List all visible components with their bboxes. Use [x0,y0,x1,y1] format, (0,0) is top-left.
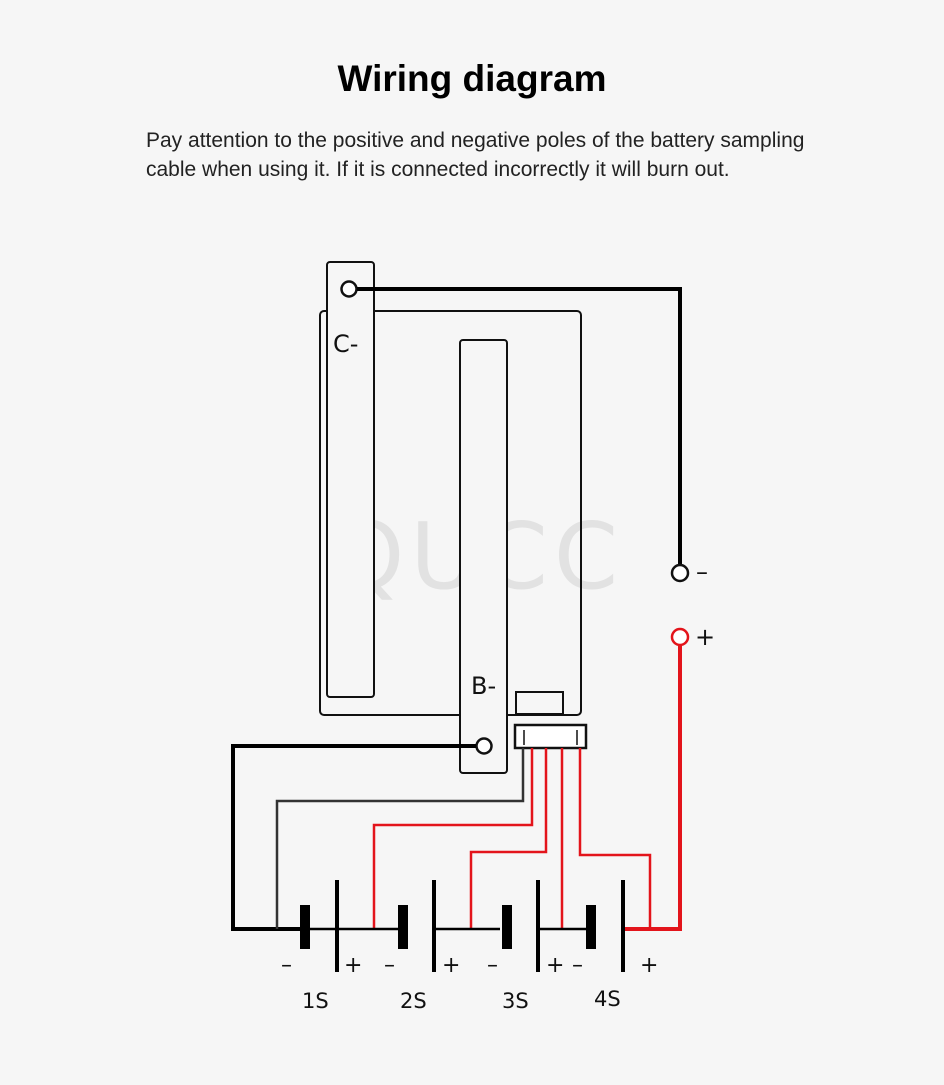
cell-4s-minus: – [572,953,583,978]
page-title: Wiring diagram [337,58,607,99]
battery-cell-4s [586,880,625,972]
b-minus-terminal[interactable] [475,737,493,755]
bms-board [319,310,582,716]
cell-2s-plus: + [442,953,460,978]
output-plus-label: + [695,623,715,651]
balance-connector-top [515,691,564,715]
wire-b-minus [231,744,476,931]
cell-2s-name: 2S [400,989,427,1013]
c-minus-label: C- [333,330,358,358]
wire-output-plus [624,645,682,931]
b-minus-strip [459,339,508,774]
output-plus-terminal[interactable] [670,627,690,647]
cell-4s-plus: + [640,953,658,978]
balance-connector[interactable] [513,723,588,750]
wire-c-minus-output [357,287,682,566]
battery-cell-1s [300,880,401,972]
c-minus-strip [326,261,375,698]
battery-cell-2s [398,880,500,972]
cell-3s-plus: + [546,953,564,978]
balance-wire-b0 [275,748,525,929]
output-minus-terminal[interactable] [670,563,690,583]
b-minus-label: B- [471,672,496,700]
c-minus-terminal[interactable] [340,280,358,298]
cell-2s-minus: – [384,953,395,978]
balance-wire-b4 [578,748,652,929]
warning-description: Pay attention to the positive and negati… [146,129,805,181]
cell-3s-minus: – [487,953,498,978]
balance-wire-b1 [372,748,534,929]
cell-1s-plus: + [344,953,362,978]
cell-1s-minus: – [281,953,292,978]
cell-1s-name: 1S [302,989,329,1013]
cell-4s-name: 4S [594,987,621,1011]
battery-cell-3s [502,880,590,972]
balance-wire-b2 [469,748,548,929]
output-minus-label: – [696,558,708,586]
cell-3s-name: 3S [502,989,529,1013]
